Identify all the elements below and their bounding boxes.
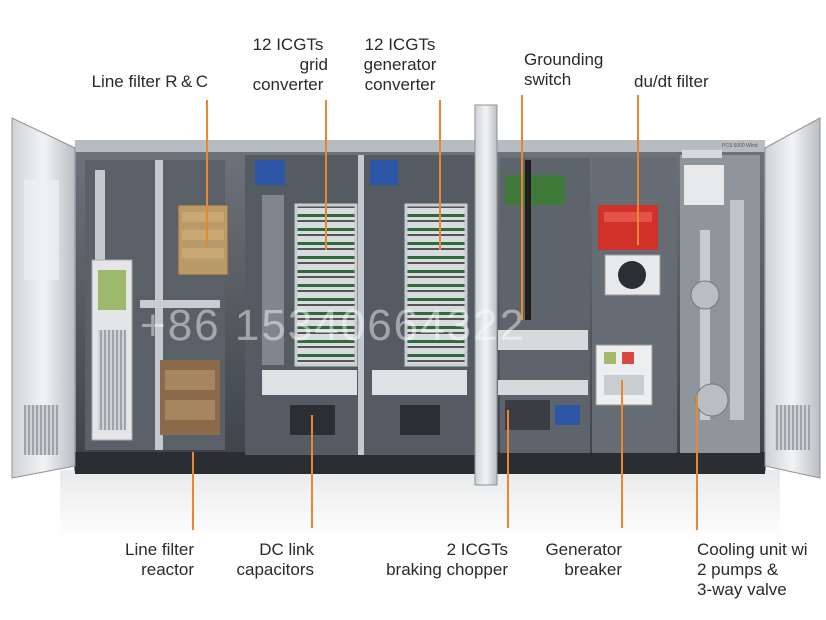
label-grid-converter: 12 ICGTs grid converter [252,35,328,94]
label-line-filter-rc: Line filter R & C [91,72,208,91]
middle-door [474,104,498,486]
section-grounding-chopper [498,158,590,453]
braking-chopper [505,400,550,430]
watermark: +86 15340664322 [140,301,526,350]
leader-lines [192,95,698,530]
label-generator-breaker: Generator breaker [545,540,622,579]
label-cooling-unit: Cooling unit wi 2 pumps & 3-way valve [697,540,808,599]
right-door [764,117,821,479]
section-line-filter [85,160,229,450]
label-braking-chopper: 2 ICGTs braking chopper [386,540,508,579]
section-dudt-breaker [592,158,677,453]
label-dc-link-capacitors: DC link capacitors [236,540,314,579]
dudt-filter [598,205,658,250]
section-cooling-unit [680,150,760,453]
generator-converter-stack [404,203,468,367]
label-grounding-switch: Grounding switch [524,50,604,89]
label-line-filter-reactor: Line filter reactor [125,540,194,579]
floor-reflection [60,470,780,540]
cabinet-base [75,452,765,474]
label-dudt-filter: du/dt filter [634,72,709,91]
cabinet-badge: PCS 6000 Wind [722,143,758,149]
label-generator-converter: 12 ICGTs generator converter [363,35,437,94]
cabinet-top [75,140,765,152]
